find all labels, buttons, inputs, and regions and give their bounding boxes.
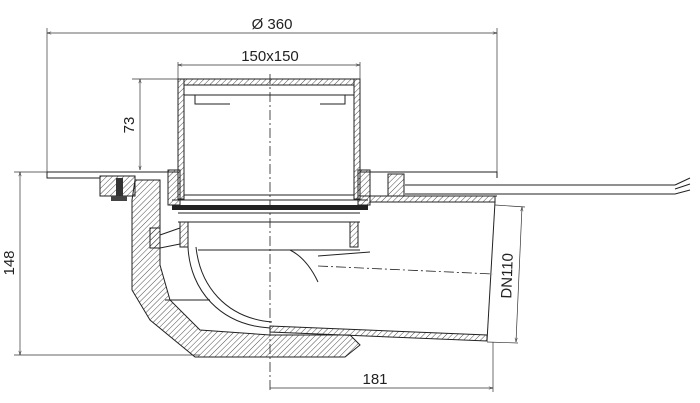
outlet-pipe <box>269 195 496 342</box>
dimension-outlet-diameter: DN110 <box>486 204 526 344</box>
body-rib <box>149 227 161 249</box>
screw-icon <box>116 178 123 200</box>
grate-height-label: 73 <box>121 117 138 134</box>
grate-box <box>177 78 361 200</box>
dimension-flange-diameter: Ø 360 <box>47 16 497 178</box>
flange-diameter-label: Ø 360 <box>252 16 293 33</box>
dimension-grate-size: 150x150 <box>178 48 360 80</box>
outlet-elbow <box>187 246 273 329</box>
screw-head <box>111 196 127 201</box>
heating-cable <box>405 177 691 195</box>
flange-plate <box>46 171 498 197</box>
grate-size-label: 150x150 <box>241 48 299 65</box>
sealing-ring <box>167 169 371 248</box>
outlet-offset-label: 181 <box>362 371 387 388</box>
dimension-grate-height: 73 <box>121 79 178 170</box>
dimension-outlet-offset: 181 <box>270 342 493 392</box>
outlet-diameter-label: DN110 <box>498 253 517 299</box>
total-height-label: 148 <box>1 250 18 275</box>
dimension-total-height: 148 <box>1 172 200 355</box>
drain-body <box>131 179 361 358</box>
